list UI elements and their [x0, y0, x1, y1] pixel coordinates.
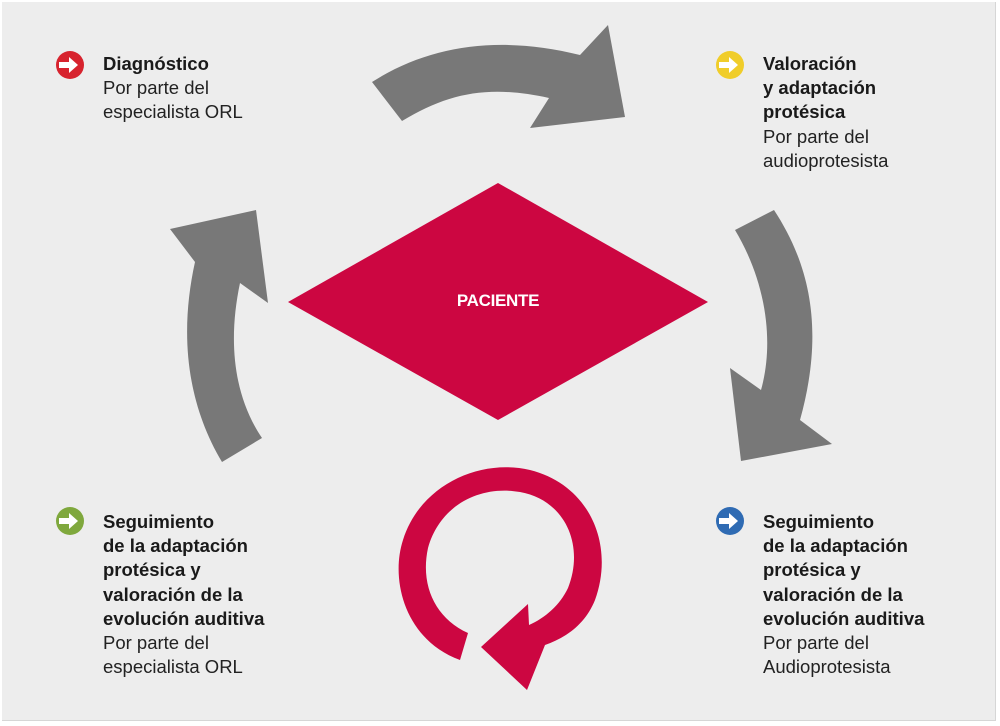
cycle-arrow-right: [730, 210, 832, 461]
loop-arrow-icon: [398, 467, 602, 690]
step-title: Seguimiento de la adaptación protésica y…: [103, 511, 265, 629]
step-subtitle: Por parte del especialista ORL: [103, 77, 243, 123]
patient-diamond: [288, 183, 708, 420]
step-title: Seguimiento de la adaptación protésica y…: [763, 511, 925, 629]
arrow-right-circle-icon: [716, 51, 744, 79]
cycle-arrow-top: [372, 25, 625, 128]
step-seguimiento-audioprotesista: Seguimiento de la adaptación protésica y…: [763, 510, 924, 679]
step-title: Valoración y adaptación protésica: [763, 53, 877, 123]
step-title: Diagnóstico: [103, 53, 209, 74]
patient-label: PACIENTE: [456, 291, 540, 310]
arrow-right-circle-icon: [56, 507, 84, 535]
arrow-right-circle-icon: [56, 51, 84, 79]
step-seguimiento-orl: Seguimiento de la adaptación protésica y…: [103, 510, 264, 679]
arrow-right-circle-icon: [716, 507, 744, 535]
step-valoracion: Valoración y adaptación protésica Por pa…: [763, 52, 888, 173]
cycle-arrow-left: [170, 210, 268, 462]
step-subtitle: Por parte del audioprotesista: [763, 125, 889, 171]
step-subtitle: Por parte del Audioprotesista: [763, 632, 891, 678]
step-diagnostico: Diagnóstico Por parte del especialista O…: [103, 52, 243, 125]
step-subtitle: Por parte del especialista ORL: [103, 632, 243, 678]
